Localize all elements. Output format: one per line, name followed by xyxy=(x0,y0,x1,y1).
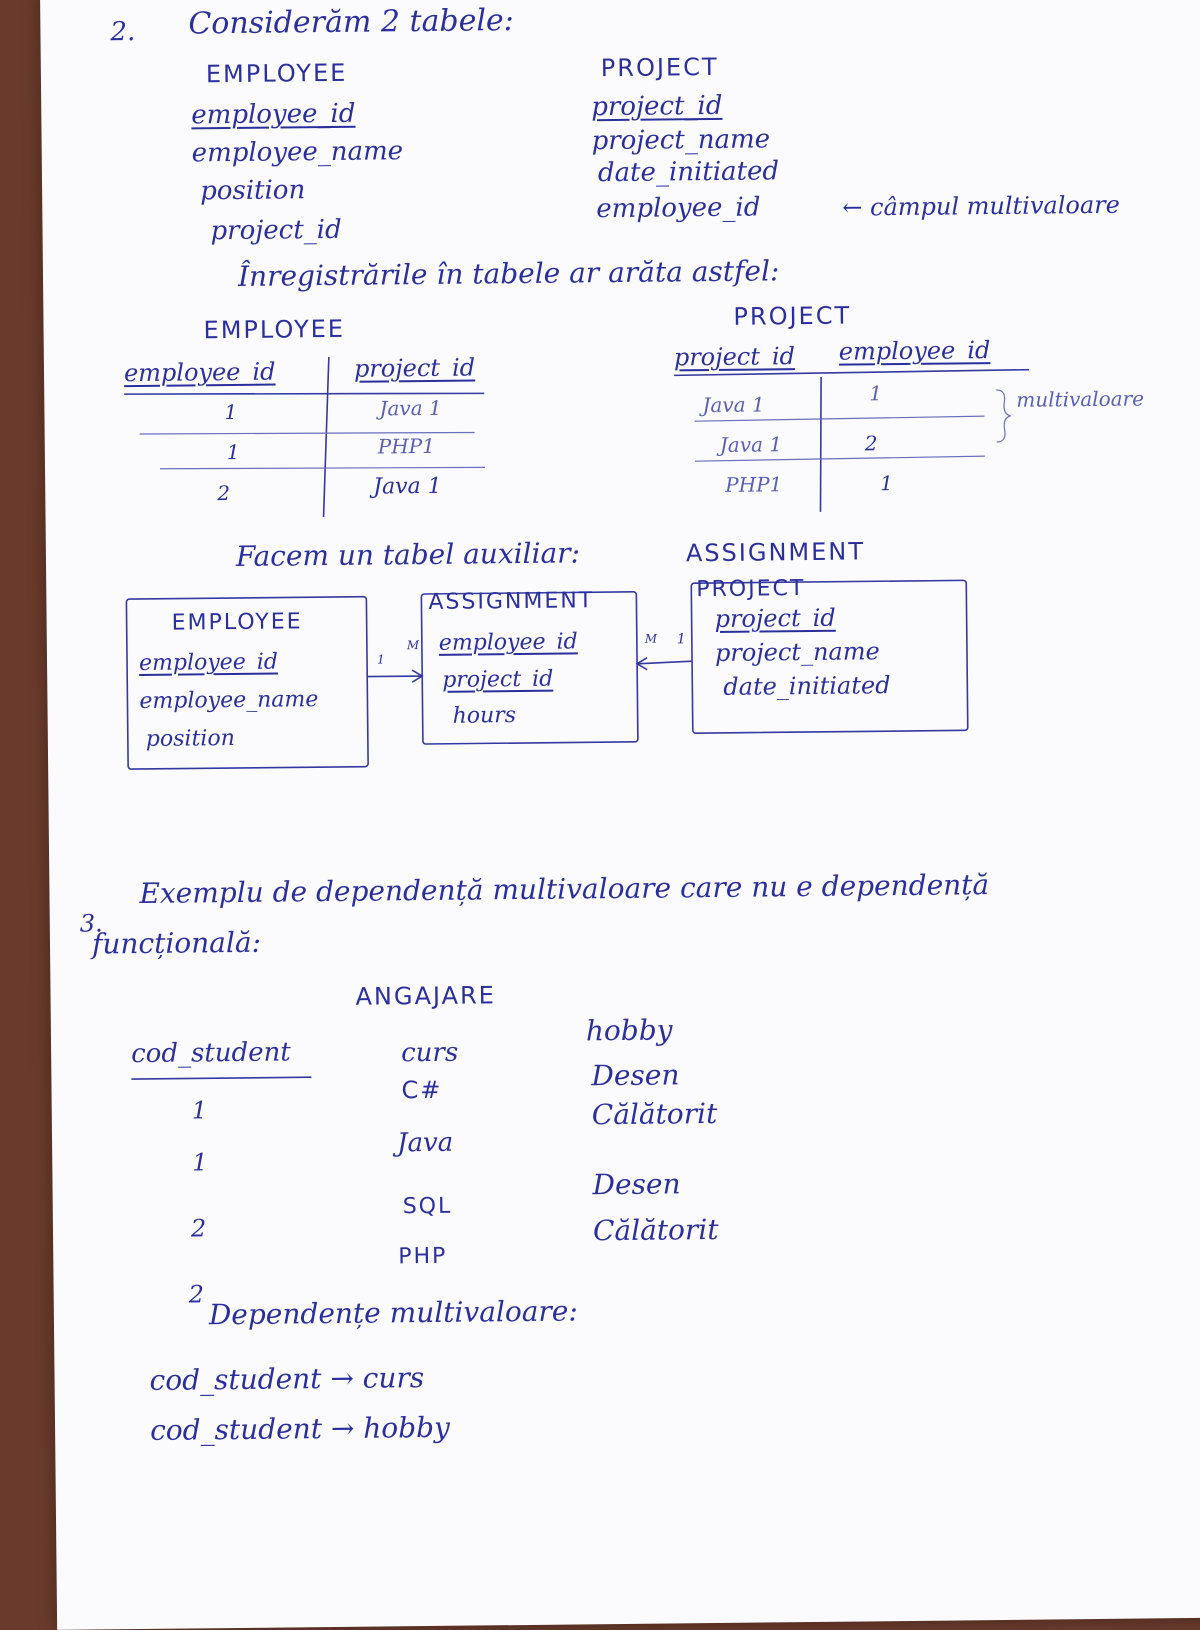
angajare-cod-student: 1 xyxy=(191,1096,208,1125)
project-table-cell: 2 xyxy=(864,431,878,456)
er-assignment-field: employee_id xyxy=(438,629,578,656)
angajare-curs: C# xyxy=(401,1075,443,1105)
employee-table-cell: 1 xyxy=(224,399,238,425)
project-table-title: PROJECT xyxy=(733,301,852,331)
er-project-title: PROJECT xyxy=(696,576,806,603)
er-cardinality: 1 xyxy=(376,652,385,667)
angajare-title: ANGAJARE xyxy=(355,981,497,1011)
angajare-header: hobby xyxy=(585,1013,673,1048)
angajare-curs: SQL xyxy=(402,1193,453,1220)
angajare-header: cod_student xyxy=(130,1037,291,1070)
angajare-hobby: Călătorit xyxy=(591,1096,718,1132)
angajare-hobby: Călătorit xyxy=(592,1212,719,1248)
employee-table-cell: 2 xyxy=(217,481,231,506)
multivalue-brace-label: multivaloare xyxy=(1016,386,1145,412)
dependency-line: cod_student → hobby xyxy=(149,1410,450,1447)
employee-field: employee_id xyxy=(191,98,356,131)
er-employee-assignment-link xyxy=(367,675,423,678)
employee-title: EMPLOYEE xyxy=(205,58,348,89)
aux-table-name: ASSIGNMENT xyxy=(685,537,866,568)
project-table-row-line-1 xyxy=(694,415,985,422)
angajare-curs: Java xyxy=(396,1127,454,1159)
employee-table-row-line-2 xyxy=(160,466,486,470)
er-cardinality: M xyxy=(406,638,420,653)
er-project-assignment-link xyxy=(637,660,693,665)
angajare-hobby: Desen xyxy=(592,1167,681,1202)
project-table-header: employee_id xyxy=(838,336,991,366)
angajare-curs: PHP xyxy=(398,1243,448,1270)
aux-heading: Facem un tabel auxiliar: xyxy=(235,536,581,573)
section-3-line-1: Exemplu de dependență multivaloare care … xyxy=(139,868,990,911)
dependency-line: cod_student → curs xyxy=(149,1361,425,1397)
employee-table-cell: Java 1 xyxy=(373,473,442,500)
project-field: project_id xyxy=(591,90,723,123)
employee-table-title: EMPLOYEE xyxy=(203,314,346,345)
project-table-divider xyxy=(819,376,822,512)
angajare-header: curs xyxy=(400,1037,459,1069)
er-employee-field: position xyxy=(145,726,235,752)
er-employee-field: employee_name xyxy=(139,687,319,714)
employee-table-cell: 1 xyxy=(226,439,240,465)
multivalue-field-note: ← câmpul multivaloare xyxy=(842,190,1121,222)
angajare-cod-student: 2 xyxy=(188,1280,205,1309)
er-project-field: date_initiated xyxy=(723,671,891,701)
employee-table-cell: PHP1 xyxy=(377,433,436,459)
employee-table-cell: Java 1 xyxy=(379,395,442,421)
er-employee-field: employee_id xyxy=(138,649,279,676)
employee-table-header: project_id xyxy=(353,353,476,383)
multivalue-brace xyxy=(996,389,1011,443)
project-table-cell: Java 1 xyxy=(719,432,783,457)
angajare-cod-student: 1 xyxy=(192,1148,208,1177)
er-project-field: project_name xyxy=(714,637,880,667)
project-field: date_initiated xyxy=(597,156,780,189)
project-table-header: project_id xyxy=(673,342,796,372)
er-assignment-title: ASSIGNMENT xyxy=(428,588,595,615)
project-table-cell: 1 xyxy=(869,381,883,406)
er-cardinality: 1 xyxy=(676,631,686,648)
section-2-number: 2. xyxy=(110,17,136,48)
paper-sheet: 2. Considerăm 2 tabele: EMPLOYEE employe… xyxy=(40,0,1200,1630)
project-table-cell: 1 xyxy=(880,471,894,496)
records-heading: Înregistrările în tabele ar arăta astfel… xyxy=(237,254,780,293)
employee-field: project_id xyxy=(210,214,342,247)
project-title: PROJECT xyxy=(600,52,719,83)
employee-table-header: employee_id xyxy=(123,357,276,388)
angajare-hobby: Desen xyxy=(591,1058,680,1093)
employee-field: position xyxy=(199,175,306,207)
project-field: employee_id xyxy=(596,192,761,225)
cod-student-underline xyxy=(131,1076,312,1080)
employee-field: employee_name xyxy=(191,136,404,169)
employee-table-divider xyxy=(322,356,330,518)
project-table-cell: Java 1 xyxy=(702,392,765,418)
er-arrowhead-right xyxy=(635,656,648,671)
er-assignment-field: project_id xyxy=(442,666,554,693)
project-field: project_name xyxy=(591,124,771,157)
er-assignment-field: hours xyxy=(452,703,517,729)
er-cardinality: M xyxy=(644,631,658,646)
section-2-heading: Considerăm 2 tabele: xyxy=(188,3,515,42)
section-3-line-2: funcțională: xyxy=(91,925,262,961)
project-table-row-line-2 xyxy=(694,455,985,462)
project-table-cell: PHP1 xyxy=(725,472,783,497)
er-employee-title: EMPLOYEE xyxy=(171,609,303,636)
er-arrowhead-left xyxy=(411,669,424,683)
er-project-field: project_id xyxy=(714,603,836,633)
angajare-cod-student: 2 xyxy=(190,1214,207,1243)
dependencies-heading: Dependențe multivaloare: xyxy=(208,1294,578,1332)
